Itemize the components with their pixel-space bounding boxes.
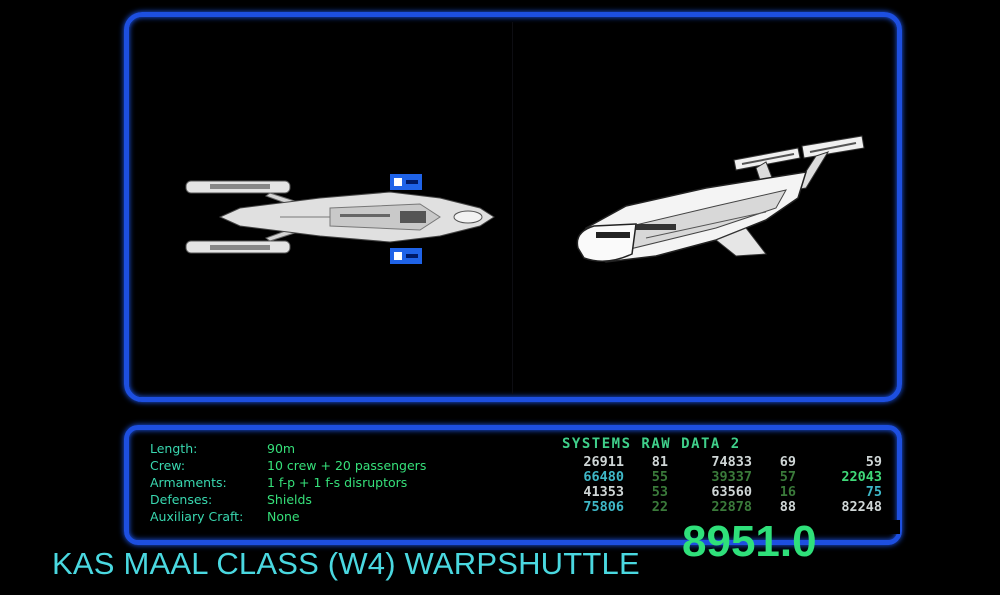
spec-value: 90m	[267, 441, 296, 456]
spec-value: 1 f-p + 1 f-s disruptors	[267, 475, 408, 490]
spec-label: Armaments:	[150, 475, 227, 490]
raw-data-cell: 41353	[583, 484, 624, 500]
raw-data-cell: 82248	[841, 499, 882, 515]
warpshuttle-top-view	[185, 174, 495, 264]
viewer-divider	[512, 22, 513, 394]
raw-data-cell: 57	[779, 469, 796, 485]
raw-data-cell: 69	[779, 454, 796, 470]
raw-data-cell: 22	[651, 499, 668, 515]
panel-gap	[830, 520, 900, 534]
raw-data-cell: 39337	[711, 469, 752, 485]
data-panel-frame	[124, 425, 902, 545]
stardate-readout: 8951.0	[682, 517, 817, 566]
spec-value: Shields	[267, 492, 312, 507]
spec-value: 10 crew + 20 passengers	[267, 458, 427, 473]
raw-data-cell: 74833	[711, 454, 752, 470]
raw-data-cell: 75	[865, 484, 882, 500]
warpshuttle-perspective-view	[576, 135, 865, 263]
raw-data-cell: 55	[651, 469, 668, 485]
spec-label: Defenses:	[150, 492, 213, 507]
spec-label: Length:	[150, 441, 198, 456]
page-title: KAS MAAL CLASS (W4) WARPSHUTTLE	[52, 546, 640, 581]
raw-data-title: SYSTEMS RAW DATA 2	[562, 436, 741, 452]
raw-data-cell: 81	[651, 454, 668, 470]
raw-data-cell: 66480	[583, 469, 624, 485]
raw-data-cell: 75806	[583, 499, 624, 515]
raw-data-cell: 16	[779, 484, 796, 500]
raw-data-cell: 22878	[711, 499, 752, 515]
raw-data-cell: 63560	[711, 484, 752, 500]
raw-data-cell: 53	[651, 484, 668, 500]
viewer-frame	[124, 12, 902, 402]
spec-label: Crew:	[150, 458, 186, 473]
raw-data-cell: 22043	[841, 469, 882, 485]
raw-data-cell: 26911	[583, 454, 624, 470]
raw-data-cell: 88	[779, 499, 796, 515]
spec-value: None	[267, 509, 300, 524]
spec-label: Auxiliary Craft:	[150, 509, 244, 524]
raw-data-cell: 59	[865, 454, 882, 470]
